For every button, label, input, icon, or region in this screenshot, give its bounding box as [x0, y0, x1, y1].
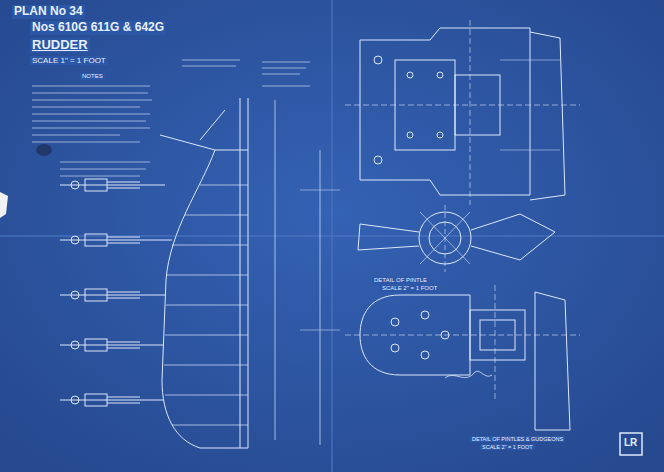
vessel-numbers: Nos 610G 611G & 642G	[30, 21, 166, 35]
plan-number: PLAN No 34	[12, 5, 85, 19]
scale-note: SCALE 2" = 1 FOOT	[480, 444, 535, 450]
rudder-elevation	[160, 98, 340, 448]
notes-lines	[32, 60, 310, 176]
signature	[445, 371, 492, 378]
fold-line	[0, 235, 664, 237]
pintle-details	[60, 179, 172, 406]
register-logo: LR	[622, 437, 639, 449]
detail-caption: DETAIL OF PINTLE	[372, 277, 429, 284]
logo-frame	[620, 433, 642, 455]
pintle-gudgeon-plan	[345, 285, 580, 430]
section-view	[358, 205, 555, 272]
scale-note: SCALE 2" = 1 FOOT	[380, 285, 439, 292]
drawing-title: RUDDER	[30, 38, 90, 53]
detail-caption: DETAIL OF PINTLES & GUDGEONS	[470, 436, 565, 442]
notes-heading: NOTES	[80, 73, 105, 80]
scale-note: SCALE 1" = 1 FOOT	[30, 56, 108, 65]
torn-edge	[0, 192, 8, 218]
stain	[36, 144, 52, 156]
plan-view-top	[345, 20, 580, 205]
